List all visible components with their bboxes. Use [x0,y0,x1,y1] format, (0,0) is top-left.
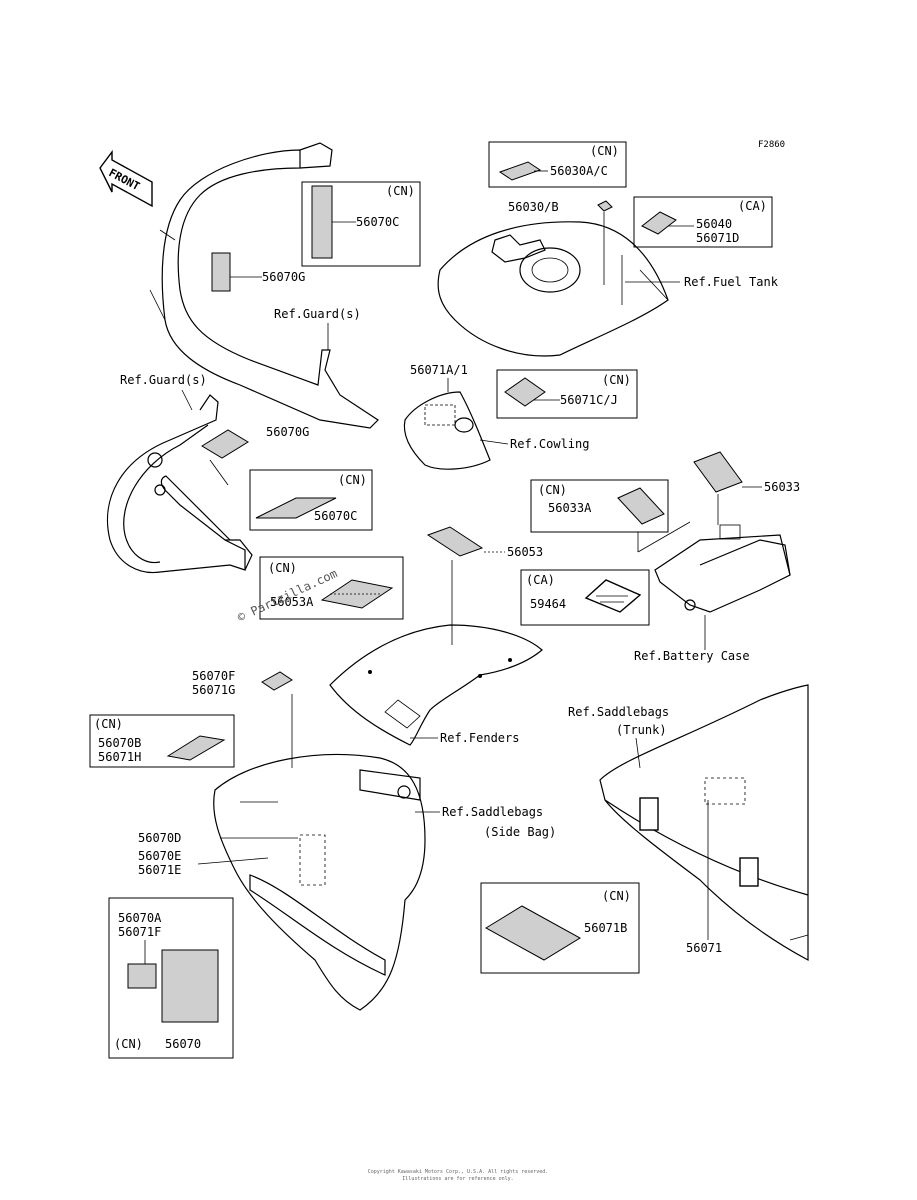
label-56071a1: 56071A/1 [410,363,468,377]
label-56070e: 56070E [138,849,181,863]
sticker-56071b [485,905,581,961]
sticker-56040 [641,211,677,235]
ca-56040: (CA) [738,199,767,213]
label-56071cj: 56071C/J [560,393,618,407]
label-56070c-mid: 56070C [314,509,357,523]
sticker-56070a [127,963,157,989]
figure-code: F2860 [758,140,785,150]
fuel-tank-drawing [437,221,669,357]
sticker-56030ac [498,161,542,181]
cn-56071b: (CN) [602,889,631,903]
ref-saddlebags-side-1: Ref.Saddlebags [442,805,543,819]
cowling-drawing [403,391,491,470]
lower-guard-drawing [106,394,253,574]
ref-saddlebags-side-2: (Side Bag) [484,825,556,839]
label-56070: 56070 [165,1037,201,1051]
sticker-56033 [693,451,743,493]
footer-line-1: Copyright Kawasaki Motors Corp., U.S.A. … [368,1169,549,1175]
side-bag-drawing [213,753,426,1011]
sticker-56070-box [161,949,219,1023]
label-56070a: 56070A [118,911,162,925]
box-56070c-top [301,181,421,267]
front-arrow-icon: FRONT [99,149,153,208]
label-56071: 56071 [686,941,722,955]
trunk-drawing [599,684,809,962]
cn-56033a: (CN) [538,483,567,497]
footer-line-2: Illustrations are for reference only. [402,1176,513,1182]
cn-56030ac: (CN) [590,144,619,158]
label-56033: 56033 [764,480,800,494]
label-56070g-top: 56070G [262,270,305,284]
cn-56071cj: (CN) [602,373,631,387]
ref-guard-upper: Ref.Guard(s) [274,307,361,321]
label-56040: 56040 [696,217,732,231]
label-56033a: 56033A [548,501,592,515]
sticker-56053 [426,526,484,557]
label-56053a: 56053A [270,595,314,609]
sticker-56070c-mid [255,497,337,519]
label-56070g-mid: 56070G [266,425,309,439]
label-56030b: 56030/B [508,200,559,214]
box-56033a [530,479,669,533]
box-56070 [108,897,234,1059]
label-56070c-top: 56070C [356,215,399,229]
cn-56070: (CN) [114,1037,143,1051]
box-56071cj [496,369,638,419]
ref-saddlebags-trunk-1: Ref.Saddlebags [568,705,669,719]
label-56053: 56053 [507,545,543,559]
sticker-56070c-top [311,185,333,259]
sticker-56070g-mid [201,429,249,459]
cn-56070c-top: (CN) [386,184,415,198]
sticker-56053a [320,579,394,609]
sticker-56071cj [504,377,546,407]
sticker-56030b [597,200,613,212]
label-56071g: 56071G [192,683,235,697]
upper-guard-drawing [149,142,379,429]
ref-fenders: Ref.Fenders [440,731,519,745]
label-56071h: 56071H [98,750,141,764]
ref-cowling: Ref.Cowling [510,437,589,451]
box-56030ac [488,141,627,188]
battery-case-drawing [654,524,791,613]
ref-saddlebags-trunk-2: (Trunk) [616,723,667,737]
label-56070d: 56070D [138,831,181,845]
label-56071f: 56071F [118,925,161,939]
ca-59464: (CA) [526,573,555,587]
box-56070c-mid [249,469,373,531]
cn-56070c-mid: (CN) [338,473,367,487]
label-56071e: 56071E [138,863,181,877]
sticker-56033a [617,487,665,525]
box-56040 [633,196,773,248]
sticker-56070g-top [211,252,231,292]
ref-battery-case: Ref.Battery Case [634,649,750,663]
cn-56053a: (CN) [268,561,297,575]
box-59464 [520,569,650,626]
watermark: © Partzilla.com [235,566,339,624]
box-56053a [259,556,404,620]
label-56071d: 56071D [696,231,739,245]
label-56070f: 56070F [192,669,235,683]
ref-fuel-tank: Ref.Fuel Tank [684,275,779,289]
label-59464: 59464 [530,597,566,611]
sticker-56070f [261,671,293,691]
label-56071b: 56071B [584,921,627,935]
box-56070b [89,714,235,768]
label-56070b: 56070B [98,736,141,750]
fender-drawing [329,624,543,746]
cn-56070b: (CN) [94,717,123,731]
sticker-56070b [166,735,226,761]
ref-guard-lower: Ref.Guard(s) [120,373,207,387]
label-56030ac: 56030A/C [550,164,608,178]
box-56071b [480,882,640,974]
